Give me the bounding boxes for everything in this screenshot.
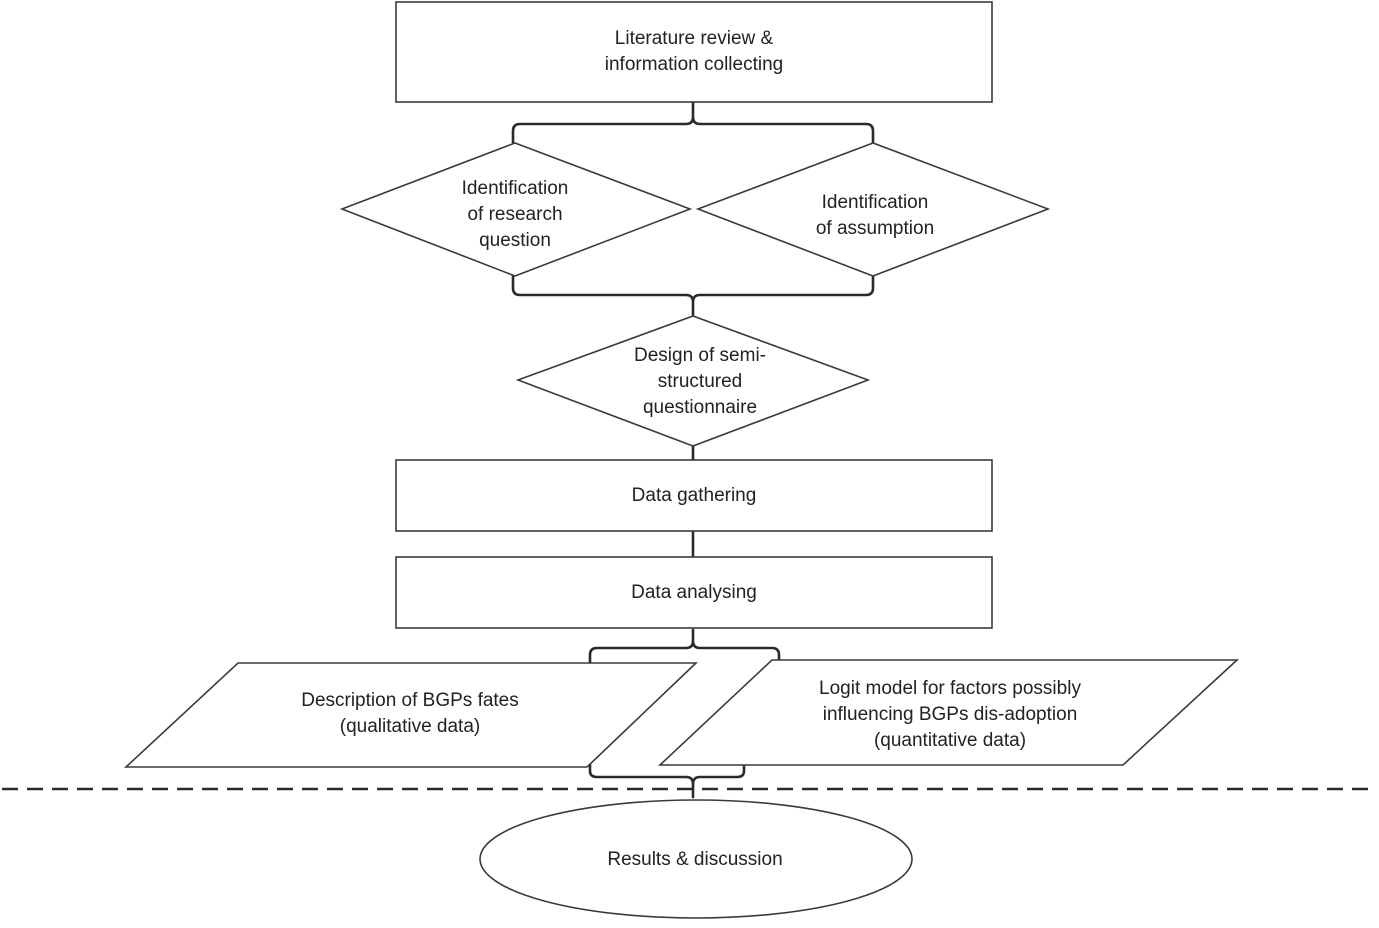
results-ellipse xyxy=(479,799,913,919)
questionnaire-diamond xyxy=(515,315,871,447)
literature-review-box xyxy=(395,1,993,103)
assumption-diamond xyxy=(695,142,1051,277)
connector-analysing-to-outputs xyxy=(588,628,781,667)
data-analysing-label: Data analysing xyxy=(631,581,757,603)
quantitative-parallelogram xyxy=(657,659,1240,766)
data-gathering-label: Data gathering xyxy=(631,484,757,506)
questionnaire-label: Design of semi- structured questionnaire xyxy=(634,345,766,418)
research-question-label: Identification of research question xyxy=(461,178,569,251)
assumption-label: Identification of assumption xyxy=(815,192,935,239)
qualitative-label: Description of BGPs fates (qualitative d… xyxy=(301,690,519,737)
results-label: Results & discussion xyxy=(607,849,783,870)
quantitative-label: Logit model for factors possibly influen… xyxy=(819,678,1081,751)
connector-identification-to-questionnaire xyxy=(511,274,875,318)
connector-outputs-to-results xyxy=(588,763,746,799)
data-gathering-box xyxy=(395,459,993,532)
qualitative-parallelogram xyxy=(123,662,698,768)
connector-literature-to-identification xyxy=(511,101,875,145)
research-question-diamond xyxy=(339,142,693,277)
data-analysing-box xyxy=(395,556,993,629)
literature-review-label: Literature review & information collecti… xyxy=(604,28,784,75)
